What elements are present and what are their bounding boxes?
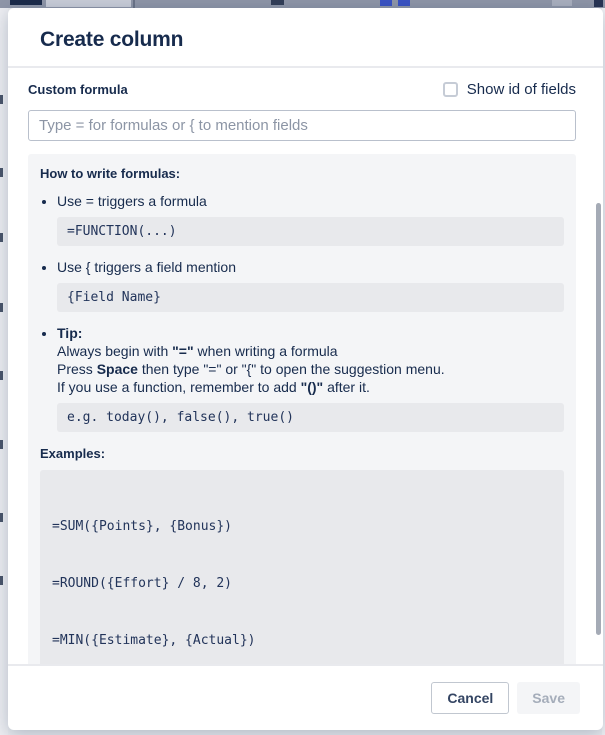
formula-label-row: Custom formula Show id of fields <box>28 80 576 98</box>
background-toolbar-fragment <box>380 0 392 6</box>
background-row-fragment <box>0 168 3 177</box>
background-toolbar-fragment <box>271 0 284 5</box>
background-toolbar-fragment <box>594 0 603 7</box>
examples-code-block: =SUM({Points}, {Bonus}) =ROUND({Effort} … <box>40 470 564 664</box>
examples-heading: Examples: <box>40 446 106 461</box>
formula-syntax-code: =FUNCTION(...) <box>57 217 564 246</box>
background-toolbar-fragment <box>398 0 410 6</box>
help-bullet-tip: Tip: Always begin with "=" when writing … <box>57 324 564 432</box>
help-bullet-list: Use = triggers a formula =FUNCTION(...) … <box>40 192 564 432</box>
vertical-scrollbar-thumb[interactable] <box>596 203 601 635</box>
example-formula-line: =SUM({Points}, {Bonus}) <box>52 519 233 534</box>
custom-formula-label: Custom formula <box>28 81 128 97</box>
show-id-of-fields-checkbox[interactable]: Show id of fields <box>442 80 576 98</box>
show-id-of-fields-label: Show id of fields <box>466 80 576 98</box>
example-formula-line: =MIN({Estimate}, {Actual}) <box>52 633 256 648</box>
help-bullet-formula: Use = triggers a formula =FUNCTION(...) <box>57 192 564 246</box>
background-page-sliver-right <box>602 8 605 735</box>
background-row-fragment <box>0 95 3 104</box>
help-panel-heading: How to write formulas: <box>40 166 181 181</box>
background-row-fragment <box>0 513 3 522</box>
create-column-dialog: Create column Custom formula Show id of … <box>8 8 603 730</box>
cancel-button[interactable]: Cancel <box>431 682 510 714</box>
dialog-title: Create column <box>40 28 184 51</box>
formula-help-panel: How to write formulas: Use = triggers a … <box>28 154 576 664</box>
dialog-body: Custom formula Show id of fields How to … <box>8 68 603 664</box>
background-row-fragment <box>0 233 3 242</box>
help-bullet-field-mention-text: Use { triggers a field mention <box>57 259 236 275</box>
background-row-fragment <box>0 371 3 380</box>
background-toolbar-fragment <box>552 0 572 6</box>
checkbox-icon[interactable] <box>442 81 458 97</box>
background-toolbar-fragment <box>46 0 131 7</box>
background-row-fragment <box>0 576 3 585</box>
function-examples-code: e.g. today(), false(), true() <box>57 403 564 432</box>
tip-line-1: Always begin with "=" when writing a for… <box>57 343 338 359</box>
field-mention-syntax-code: {Field Name} <box>57 283 564 312</box>
help-bullet-formula-text: Use = triggers a formula <box>57 193 207 209</box>
help-bullet-field-mention: Use { triggers a field mention {Field Na… <box>57 258 564 312</box>
dialog-footer: Cancel Save <box>8 664 603 730</box>
example-formula-line: =ROUND({Effort} / 8, 2) <box>52 576 233 591</box>
tip-heading: Tip: <box>57 325 83 341</box>
background-row-fragment <box>0 303 3 312</box>
background-toolbar-fragment <box>133 0 135 8</box>
save-button[interactable]: Save <box>517 682 580 714</box>
background-toolbar-sliver <box>0 0 605 8</box>
background-page-sliver-left <box>0 8 8 735</box>
background-toolbar-fragment <box>10 0 42 5</box>
tip-line-3: If you use a function, remember to add "… <box>57 379 370 395</box>
background-row-fragment <box>0 440 3 449</box>
tip-line-2: Press Space then type "=" or "{" to open… <box>57 361 445 377</box>
dialog-header: Create column <box>8 8 603 68</box>
formula-input[interactable] <box>28 110 576 141</box>
